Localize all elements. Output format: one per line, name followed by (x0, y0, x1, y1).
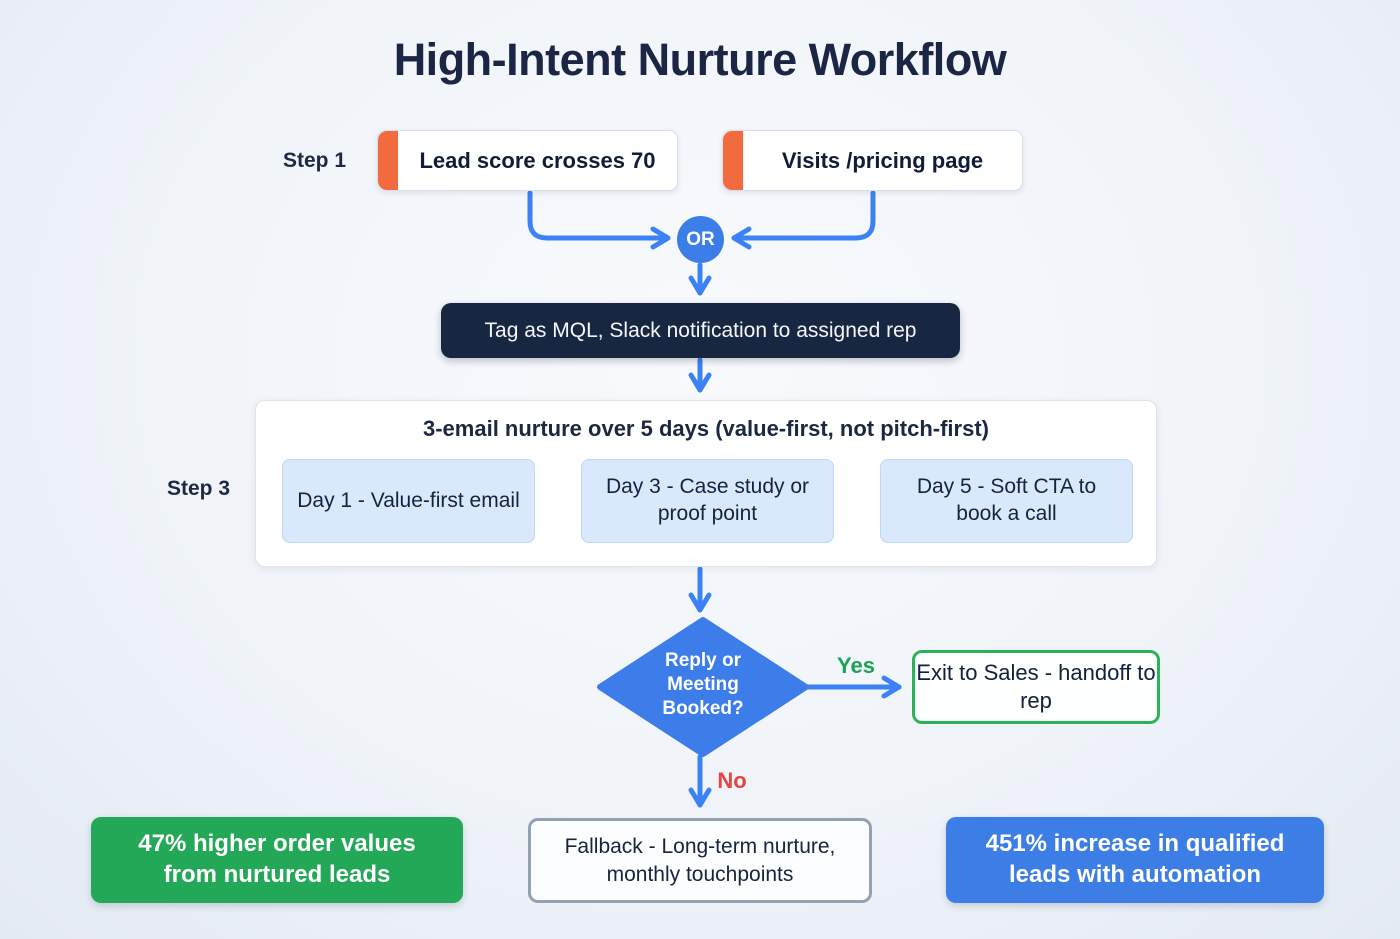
trigger-pricing-visit: Visits /pricing page (722, 130, 1023, 191)
trigger-lead-score-label: Lead score crosses 70 (419, 147, 656, 173)
arrow-trigger2-to-or (731, 190, 876, 250)
trigger-pricing-visit-label: Visits /pricing page (781, 147, 984, 173)
email-day5-box: Day 5 - Soft CTA to book a call (880, 459, 1133, 543)
stat-order-values: 47% higher order values from nurtured le… (91, 817, 463, 903)
trigger-lead-score: Lead score crosses 70 (377, 130, 678, 191)
email-day3-box: Day 3 - Case study or proof point (581, 459, 834, 543)
arrow-trigger1-to-or (527, 190, 671, 250)
trigger-accent-bar (378, 131, 398, 190)
trigger-accent-bar (723, 131, 743, 190)
no-branch-label: No (717, 768, 747, 793)
or-junction: OR (677, 216, 724, 263)
mql-action-box: Tag as MQL, Slack notification to assign… (441, 303, 960, 358)
page-title: High-Intent Nurture Workflow (393, 34, 1007, 85)
yes-branch-label: Yes (837, 653, 875, 678)
email-day1-box: Day 1 - Value-first email (282, 459, 535, 543)
fallback-nurture-box: Fallback - Long-term nurture, monthly to… (528, 818, 872, 903)
step3-label: Step 3 (167, 477, 231, 500)
exit-to-sales-box: Exit to Sales - handoff to rep (912, 650, 1160, 724)
decision-question: Reply or Meeting Booked? (662, 650, 744, 719)
step1-label: Step 1 (283, 149, 347, 172)
nurture-sequence-title: 3-email nurture over 5 days (value-first… (422, 416, 989, 441)
stat-qualified-leads: 451% increase in qualified leads with au… (946, 817, 1324, 903)
